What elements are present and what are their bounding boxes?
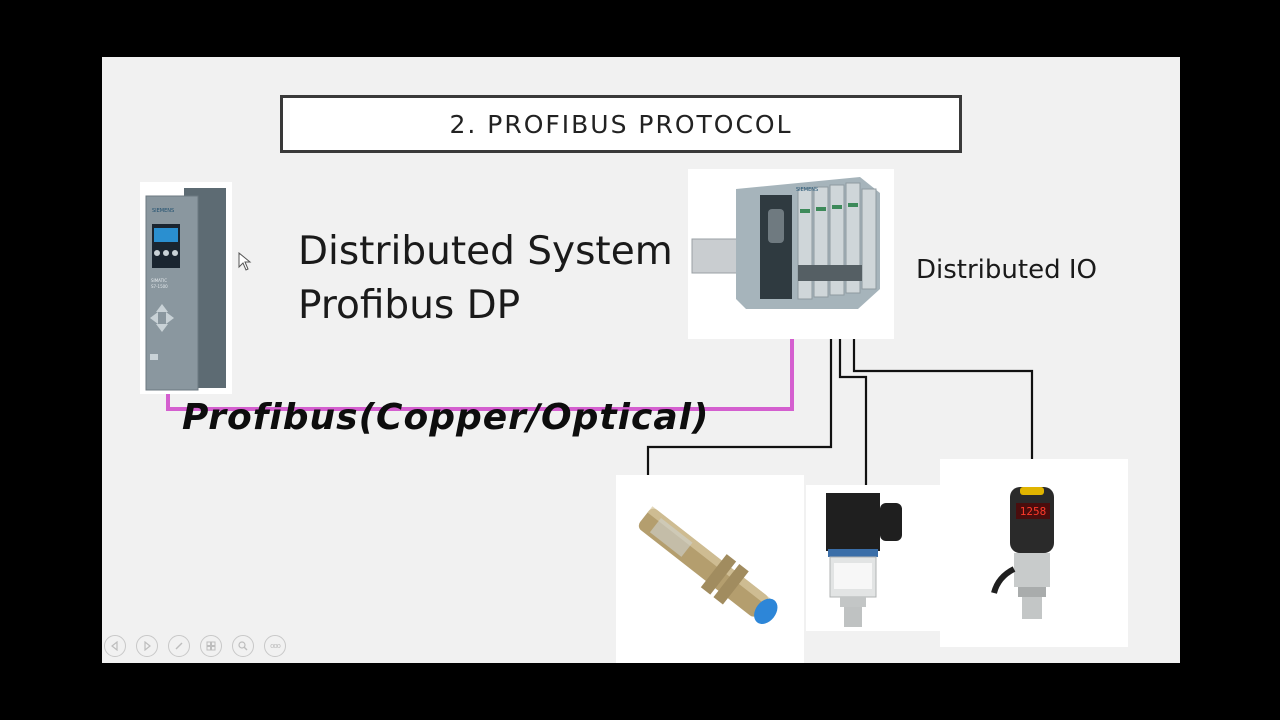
- next-slide-button[interactable]: [136, 635, 158, 657]
- plc-brand-text: SIEMENS: [152, 208, 174, 214]
- slide-title-box: 2. PROFIBUS PROTOCOL: [280, 95, 962, 153]
- io-brand-text: SIEMENS: [796, 187, 818, 193]
- pen-icon: [175, 642, 183, 650]
- slide: 2. PROFIBUS PROTOCOL Distributed System …: [102, 57, 1180, 663]
- slide-sorter-button[interactable]: [200, 635, 222, 657]
- profibus-cable-label: Profibus(Copper/Optical): [182, 397, 710, 438]
- svg-text:S7-1500: S7-1500: [151, 284, 168, 289]
- pressure-transmitter-image: [806, 485, 942, 631]
- arrow-left-icon: [111, 641, 118, 651]
- distributed-io-label: Distributed IO: [916, 255, 1097, 285]
- pressure-display-text: 1258: [1020, 505, 1047, 518]
- previous-slide-button[interactable]: [104, 635, 126, 657]
- sensor-wire-proximity: [646, 279, 833, 499]
- arrow-right-icon: [144, 641, 151, 651]
- more-options-button[interactable]: ooo: [264, 635, 286, 657]
- proximity-sensor-image: [616, 475, 804, 663]
- svg-text:SIMATIC: SIMATIC: [151, 278, 167, 283]
- pressure-switch-image: 1258: [940, 459, 1128, 647]
- profibus-cable: [166, 339, 794, 411]
- grid-icon: [206, 641, 216, 651]
- heading-distributed-system: Distributed System: [298, 229, 673, 274]
- plc-image: SIEMENS SIMATIC S7-1500: [140, 182, 232, 394]
- mouse-cursor-icon: [238, 252, 252, 271]
- slide-title: 2. PROFIBUS PROTOCOL: [449, 109, 793, 139]
- more-options-label: ooo: [270, 642, 281, 650]
- distributed-io-image: SIEMENS: [688, 169, 894, 339]
- presentation-toolbar: ooo: [104, 635, 286, 657]
- magnifier-icon: [238, 641, 248, 651]
- heading-profibus-dp: Profibus DP: [298, 283, 521, 328]
- zoom-button[interactable]: [232, 635, 254, 657]
- pen-tool-button[interactable]: [168, 635, 190, 657]
